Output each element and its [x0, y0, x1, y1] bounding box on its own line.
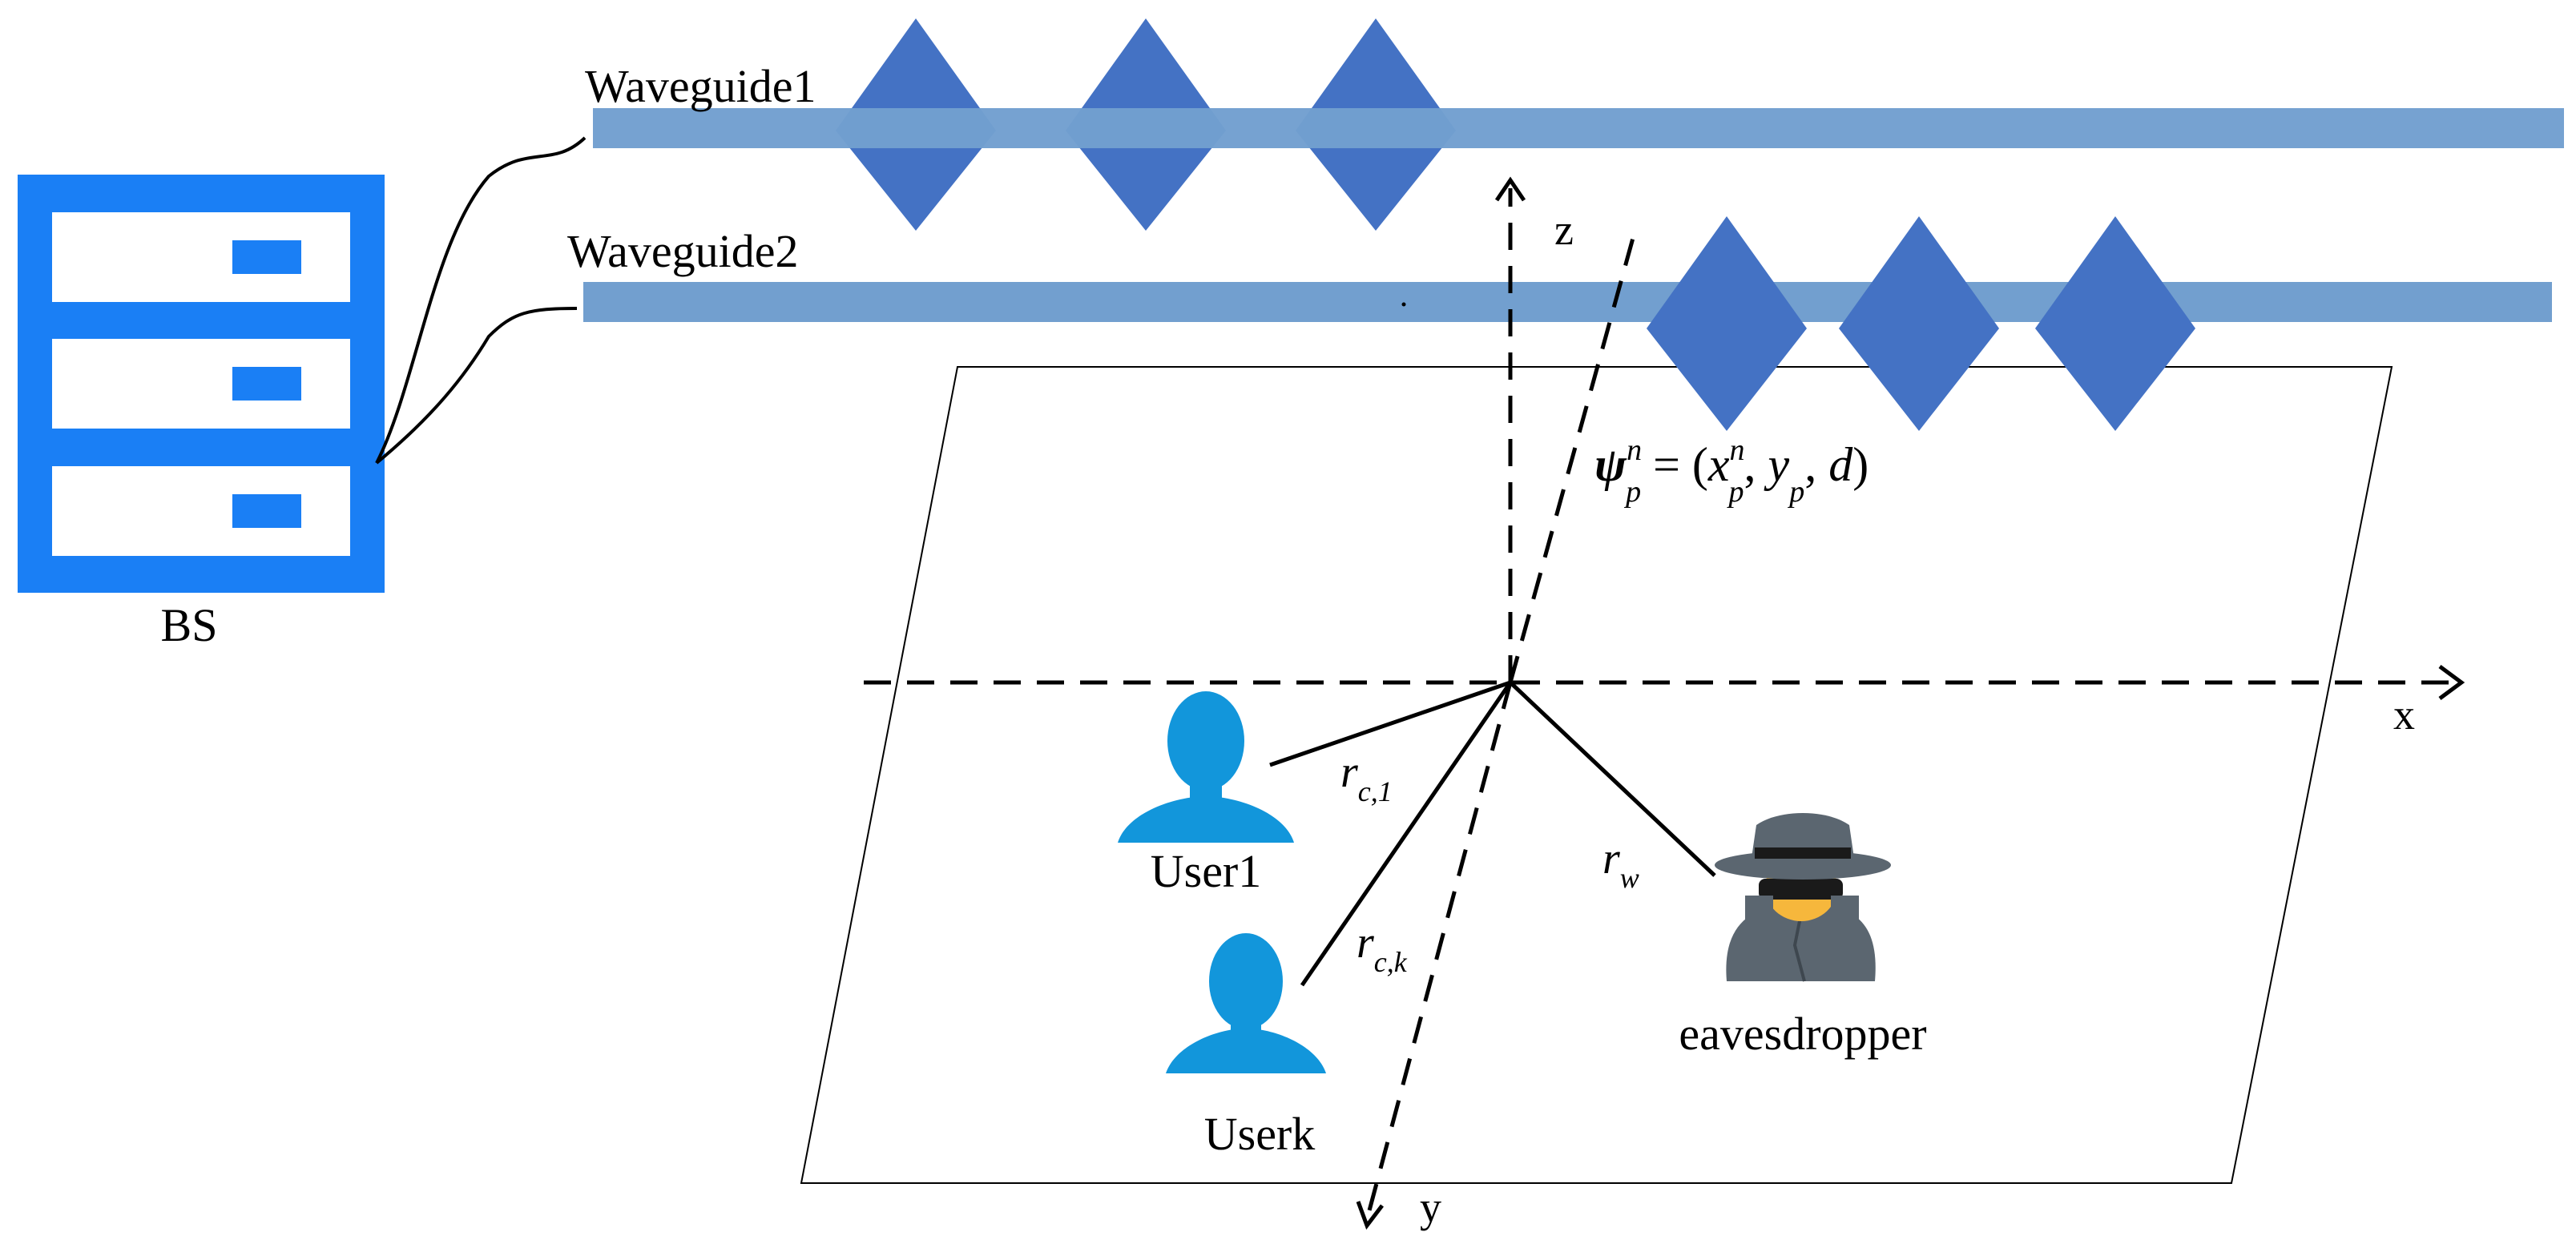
antenna-projection-line [1508, 231, 1637, 683]
eq-x-sub: p [1727, 475, 1744, 509]
feed-cable-1 [375, 136, 587, 464]
axes [864, 176, 2465, 1230]
links [1269, 680, 1716, 987]
y-axis [1366, 682, 1513, 1214]
link-userk [1300, 681, 1513, 987]
pinch-antenna [1647, 216, 1807, 431]
pinch-antenna [2035, 216, 2195, 431]
z-axis-label: z [1554, 206, 1574, 254]
feed-cable-2 [375, 307, 578, 465]
waveguide2-label: Waveguide2 [567, 225, 798, 277]
eve-hat-band [1755, 847, 1851, 859]
z-axis-arrowhead [1494, 176, 1526, 202]
waveguide-2 [583, 282, 2552, 322]
y-axis-arrowhead [1356, 1201, 1384, 1230]
eavesdropper-icon [1715, 813, 1891, 982]
link-user1 [1269, 680, 1511, 767]
user1-body [1118, 797, 1294, 843]
eve-collar-left [1745, 896, 1773, 928]
bs-slot-led-3 [232, 494, 301, 528]
userk-body [1166, 1029, 1326, 1073]
pinch-antenna [1839, 216, 1999, 431]
eq-x: x [1707, 438, 1730, 491]
r-ck-sub: c,k [1374, 946, 1408, 978]
eq-psi-sup: n [1627, 433, 1642, 467]
eq-open: = ( [1641, 438, 1708, 491]
user1-icon [1118, 691, 1294, 843]
eavesdropper-label: eavesdropper [1679, 1008, 1926, 1060]
r-ck-base: r [1357, 918, 1374, 968]
y-axis-label: y [1420, 1183, 1441, 1231]
waveguide1-label: Waveguide1 [585, 60, 816, 112]
user1-head [1167, 691, 1244, 791]
userk-head [1209, 933, 1283, 1029]
eq-x-sup: n [1730, 433, 1745, 467]
eve-collar-right [1831, 896, 1859, 928]
distance-userk: rc,k [1357, 918, 1408, 978]
bs-slot-led-2 [232, 367, 301, 401]
r-c1-sub: c,1 [1358, 775, 1393, 807]
eq-close: ) [1852, 438, 1869, 491]
eq-psi: ψ [1594, 438, 1627, 491]
r-w-sub: w [1620, 862, 1639, 894]
eq-comma-1: , [1744, 438, 1768, 491]
x-axis-label: x [2393, 690, 2415, 739]
eq-comma-2: , [1804, 438, 1828, 491]
base-station [18, 175, 385, 593]
distance-user1: rc,1 [1340, 747, 1393, 807]
eve-coat-seam [1792, 912, 1806, 982]
eve-sunglasses [1759, 879, 1843, 900]
waveguide-1 [593, 108, 2564, 148]
bs-label: BS [161, 599, 218, 651]
eq-psi-sub: p [1623, 475, 1641, 509]
user1-label: User1 [1151, 845, 1262, 897]
bs-rack-slot-3 [52, 466, 350, 556]
link-eavesdropper [1509, 681, 1716, 877]
bs-rack-slot-1 [52, 212, 350, 302]
bs-slot-led-1 [232, 240, 301, 274]
x-axis-arrowhead [2438, 664, 2465, 701]
waveguide2-dot [1401, 302, 1406, 307]
distance-eavesdropper: rw [1602, 834, 1639, 894]
eq-y: y [1764, 438, 1790, 491]
pinch-antennas-waveguide2 [1647, 216, 2195, 431]
userk-icon [1166, 933, 1326, 1073]
eq-d: d [1828, 438, 1853, 491]
userk-label: Userk [1204, 1108, 1316, 1160]
r-c1-base: r [1340, 747, 1358, 797]
r-w-base: r [1602, 834, 1620, 884]
eq-y-sub: p [1787, 475, 1804, 509]
bs-rack-slot-2 [52, 339, 350, 429]
